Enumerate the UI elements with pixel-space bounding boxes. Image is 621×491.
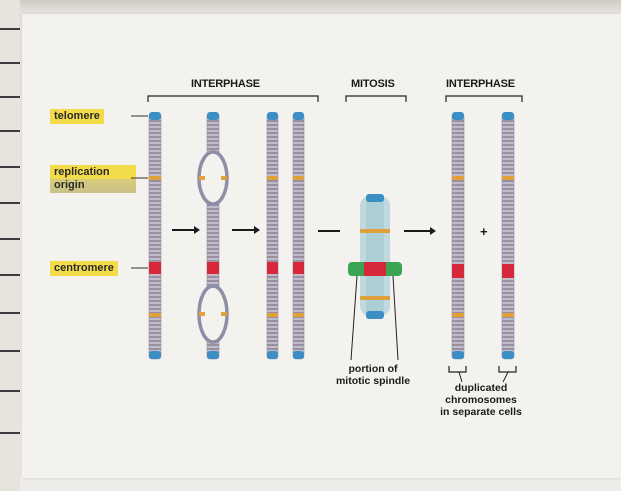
chromosome-unreplicated: [149, 112, 161, 359]
chromosome-replicating: [199, 112, 227, 359]
spindle-fiber: [351, 276, 357, 360]
bracket-interphase-left: [148, 96, 318, 102]
chromosome-mitotic: [348, 194, 402, 360]
bracket-separated-a: [449, 366, 466, 372]
centromere-band: [149, 262, 161, 274]
arrow-4: [404, 227, 436, 235]
leader-duplicated: [503, 372, 508, 382]
origin-band: [149, 313, 161, 317]
origin-band: [149, 176, 161, 180]
bracket-separated-b: [499, 366, 516, 372]
telomere-band: [149, 112, 161, 120]
centromere-band: [364, 262, 386, 276]
chromosome-duplicated-b: [293, 112, 304, 359]
chromosome-separated-a: [452, 112, 464, 359]
chromosome-duplicated-a: [267, 112, 278, 359]
bracket-interphase-right: [446, 96, 522, 102]
arrow-1: [172, 226, 200, 234]
bracket-mitosis: [346, 96, 406, 102]
spindle-fiber: [393, 276, 398, 360]
leader-duplicated: [459, 372, 462, 382]
telomere-band: [149, 351, 161, 359]
plus-sign: +: [480, 224, 488, 239]
arrow-2: [232, 226, 260, 234]
chromosome-separated-b: [502, 112, 514, 359]
